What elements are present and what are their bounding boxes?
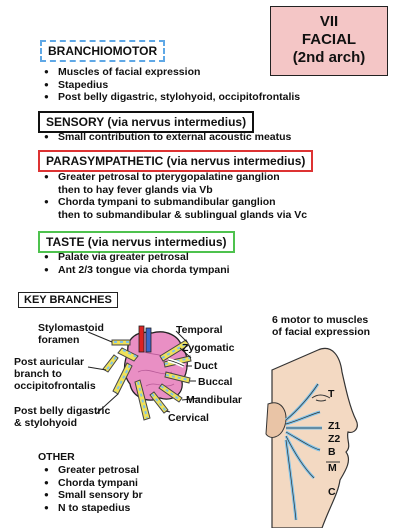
list-item: Palate via greater petrosal — [44, 251, 230, 264]
label-zygomatic: Zygomatic — [182, 342, 235, 354]
list-item-continuation: then to hay fever glands via Vb — [58, 183, 213, 196]
list-item: Greater petrosal — [44, 464, 143, 477]
list-item: Small sensory br — [44, 489, 143, 502]
label-cervical: Cervical — [168, 412, 209, 424]
list-item: Chorda tympani to submandibular ganglion — [44, 196, 307, 209]
label-stylomastoid-2: foramen — [38, 334, 80, 346]
parasympathetic-list: Greater petrosal to pterygopalatine gang… — [44, 171, 307, 221]
face-letter-c: C — [328, 486, 336, 498]
artery — [138, 325, 145, 353]
other-heading: OTHER — [38, 451, 75, 463]
branchiomotor-list: Muscles of facial expression Stapedius P… — [44, 66, 300, 104]
title-line-3: (2nd arch) — [292, 49, 366, 66]
face-caption-1: 6 motor to muscles — [272, 314, 369, 326]
list-item: Small contribution to external acoustic … — [44, 131, 291, 144]
face-letter-t: T — [328, 388, 335, 400]
sensory-list: Small contribution to external acoustic … — [44, 131, 291, 144]
label-post-auricular-3: occipitofrontalis — [14, 380, 96, 392]
parotid-gland — [123, 331, 188, 401]
taste-list: Palate via greater petrosal Ant 2/3 tong… — [44, 251, 230, 276]
face-letter-b: B — [328, 446, 336, 458]
parasympathetic-heading: PARASYMPATHETIC (via nervus intermedius) — [38, 150, 314, 172]
other-list: Greater petrosal Chorda tympani Small se… — [44, 464, 143, 514]
list-item: Greater petrosal to pterygopalatine gang… — [44, 171, 307, 184]
face-letter-z1: Z1 — [328, 420, 341, 432]
label-buccal: Buccal — [198, 376, 233, 388]
list-item-continuation: then to submandibular & sublingual gland… — [58, 208, 308, 221]
sensory-heading: SENSORY (via nervus intermedius) — [38, 111, 255, 133]
label-stylomastoid-1: Stylomastoid — [38, 322, 104, 334]
label-mandibular: Mandibular — [186, 394, 243, 406]
face-profile — [271, 347, 358, 528]
list-item: Stapedius — [44, 79, 300, 92]
label-post-belly-1: Post belly digastric — [14, 405, 111, 417]
title-line-2: FACIAL — [301, 31, 357, 48]
list-item: Muscles of facial expression — [44, 66, 300, 79]
face-letter-m: M — [328, 462, 337, 474]
ear — [265, 402, 287, 438]
label-duct: Duct — [194, 360, 218, 372]
label-temporal: Temporal — [176, 324, 223, 336]
label-post-auricular-1: Post auricular — [14, 356, 85, 368]
key-branches-heading: KEY BRANCHES — [18, 292, 118, 308]
vein — [145, 327, 152, 353]
eye — [311, 394, 331, 399]
label-post-belly-2: & stylohyoid — [14, 417, 78, 429]
list-item: Post belly digastric, stylohyoid, occipi… — [44, 91, 300, 104]
list-item: N to stapedius — [44, 502, 143, 515]
list-item: Ant 2/3 tongue via chorda tympani — [44, 264, 230, 277]
title-line-1: VII — [319, 13, 339, 30]
face-letter-z2: Z2 — [328, 433, 341, 445]
list-item: Chorda tympani — [44, 477, 143, 490]
face-caption-2: of facial expression — [272, 326, 371, 338]
title-box: VII FACIAL (2nd arch) — [270, 6, 388, 76]
label-post-auricular-2: branch to — [14, 368, 62, 380]
leader-lines — [87, 330, 201, 415]
branchiomotor-heading: BRANCHIOMOTOR — [40, 40, 166, 62]
